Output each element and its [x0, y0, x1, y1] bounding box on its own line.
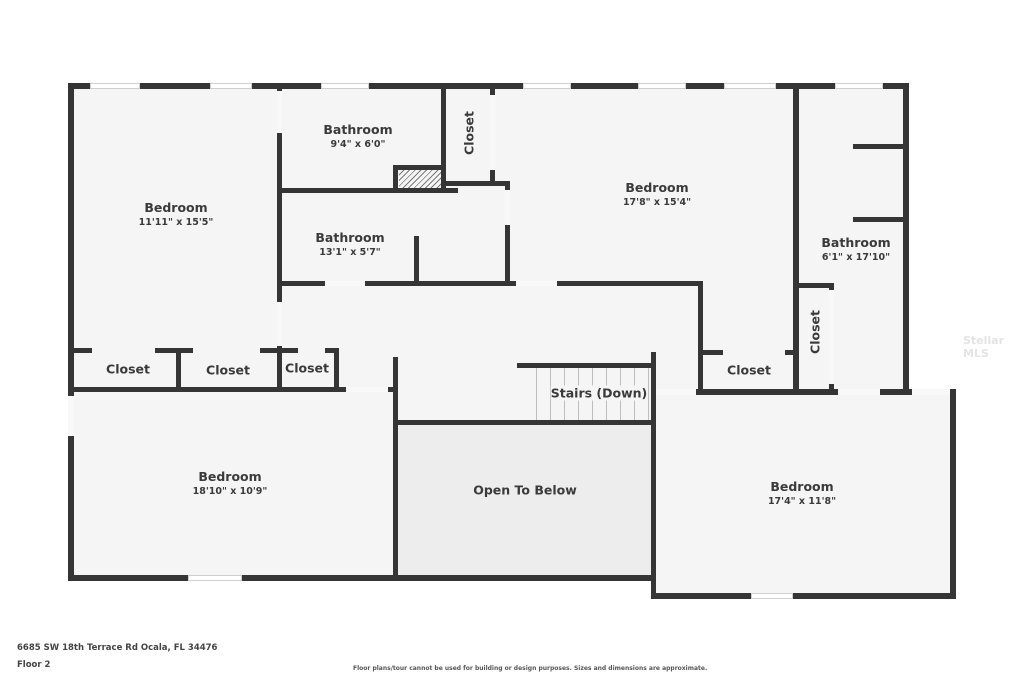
room-closet-east: Closet — [727, 363, 771, 378]
wall — [68, 83, 909, 89]
room-name: Closet — [206, 362, 250, 378]
room-name: Bedroom — [625, 180, 689, 195]
room-name: Bathroom — [323, 122, 393, 137]
open-to-below-area — [398, 424, 651, 577]
wall — [155, 348, 193, 353]
wall — [325, 348, 339, 353]
room-dimensions: 18'10" x 10'9" — [192, 486, 268, 497]
doorway — [838, 389, 880, 395]
room-dimensions: 13'1" x 5'7" — [319, 247, 381, 258]
wall — [72, 387, 346, 392]
window — [210, 83, 252, 89]
wall — [393, 165, 398, 193]
doorway — [656, 389, 696, 395]
wall — [903, 83, 909, 395]
doorway — [277, 302, 282, 346]
room-closet-east-vertical: Closet — [808, 310, 823, 354]
doorway — [912, 389, 950, 395]
room-stairs: Stairs (Down) — [550, 385, 648, 401]
window — [835, 83, 883, 89]
room-name: Bedroom — [198, 469, 262, 484]
wall — [393, 357, 398, 578]
wall — [853, 217, 905, 222]
room-name: Bedroom — [144, 200, 208, 215]
room-dimensions: 6'1" x 17'10" — [821, 252, 891, 263]
wall — [505, 181, 510, 285]
watermark: Stellar MLS — [963, 334, 1005, 360]
doorway — [277, 91, 282, 133]
room-name: Open To Below — [473, 482, 577, 498]
window — [751, 593, 793, 599]
room-open-to-below: Open To Below — [473, 483, 577, 498]
wall — [282, 281, 703, 286]
room-name: Bathroom — [315, 230, 385, 245]
wall — [441, 89, 446, 193]
room-name: Closet — [727, 362, 771, 378]
room-closet-3: Closet — [285, 361, 329, 376]
room-bathroom-top: Bathroom 9'4" x 6'0" — [323, 122, 392, 150]
wall — [277, 346, 282, 390]
shaft-hatch — [399, 170, 442, 190]
wall — [176, 348, 181, 390]
window — [724, 83, 776, 89]
room-name: Bathroom — [821, 235, 891, 250]
wall — [68, 575, 656, 581]
room-bedroom-nw: Bedroom 11'11" x 15'5" — [139, 200, 214, 228]
wall — [277, 89, 282, 351]
room-name: Closet — [106, 361, 150, 377]
wall — [698, 281, 703, 394]
room-bedroom-se: Bedroom 17'4" x 11'8" — [768, 479, 836, 507]
room-closet-1: Closet — [106, 362, 150, 377]
wall — [651, 389, 956, 395]
wall — [785, 350, 795, 355]
wall — [793, 89, 799, 393]
wall — [334, 348, 339, 390]
room-bathroom-east: Bathroom 6'1" x 17'10" — [821, 235, 890, 263]
floor-area-se — [654, 392, 952, 596]
wall — [853, 144, 905, 149]
floor-label: Floor 2 — [17, 660, 51, 670]
room-name: Closet — [285, 360, 329, 376]
wall — [797, 283, 833, 288]
room-closet-top: Closet — [462, 111, 477, 155]
room-dimensions: 11'11" x 15'5" — [138, 217, 214, 228]
doorway — [516, 281, 557, 286]
room-bathroom-mid: Bathroom 13'1" x 5'7" — [315, 230, 384, 258]
doorway — [505, 190, 510, 225]
room-dimensions: 9'4" x 6'0" — [330, 139, 386, 150]
wall — [517, 363, 653, 368]
room-bedroom-ne: Bedroom 17'8" x 15'4" — [623, 180, 691, 208]
room-name: Stairs (Down) — [550, 385, 648, 401]
window — [90, 83, 140, 89]
wall — [703, 350, 723, 355]
wall — [651, 593, 956, 599]
doorway — [346, 387, 388, 392]
property-address: 6685 SW 18th Terrace Rd Ocala, FL 34476 — [17, 643, 218, 653]
wall — [282, 188, 458, 193]
window — [188, 575, 242, 581]
room-name: Bedroom — [770, 479, 834, 494]
wall — [446, 181, 510, 186]
wall — [950, 389, 956, 599]
doorway — [829, 290, 834, 384]
disclaimer: Floor plans/tour cannot be used for buil… — [353, 665, 708, 672]
wall — [68, 83, 74, 581]
doorway — [68, 396, 74, 436]
doorway — [325, 281, 365, 286]
doorway — [490, 95, 495, 170]
room-bedroom-sw: Bedroom 18'10" x 10'9" — [193, 469, 268, 497]
wall — [72, 348, 92, 353]
room-name: Closet — [461, 111, 477, 155]
wall — [398, 420, 651, 425]
room-name: Closet — [807, 310, 823, 354]
room-dimensions: 17'4" x 11'8" — [767, 496, 837, 507]
wall — [393, 165, 446, 170]
room-closet-2: Closet — [206, 363, 250, 378]
window — [321, 83, 369, 89]
room-dimensions: 17'8" x 15'4" — [622, 197, 692, 208]
window — [638, 83, 686, 89]
wall — [651, 352, 656, 599]
wall — [414, 236, 419, 285]
window — [523, 83, 571, 89]
